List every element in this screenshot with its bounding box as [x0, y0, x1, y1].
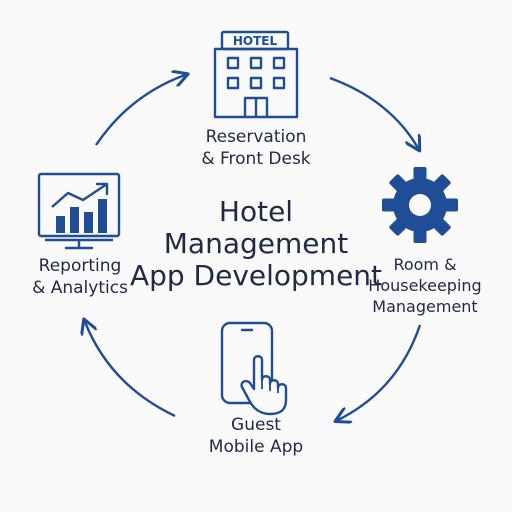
title-line-1: Hotel	[218, 195, 294, 228]
hotel-sign-text: HOTEL	[233, 34, 278, 48]
node-label-line: Mobile App	[208, 437, 304, 457]
arrow-reservation-to-room	[329, 76, 418, 148]
arrow-room-to-guest	[338, 324, 422, 420]
node-label-line: Management	[372, 297, 478, 316]
node-label-line: Reservation	[205, 127, 307, 147]
node-label-guest: Guest Mobile App	[186, 414, 326, 458]
smartphone-tap-icon	[220, 321, 288, 416]
node-label-line: & Front Desk	[201, 149, 311, 169]
node-label-line: & Analytics	[32, 278, 128, 298]
gear-icon	[382, 167, 458, 243]
arrow-guest-to-reporting	[85, 322, 176, 418]
node-label-line: Guest	[231, 415, 281, 435]
bar-chart-monitor-icon	[37, 172, 121, 250]
diagram-title: Hotel Management App Development	[96, 196, 416, 292]
hotel-building-icon: HOTEL	[213, 30, 299, 119]
node-label-reservation: Reservation & Front Desk	[176, 126, 336, 170]
title-line-3: App Development	[129, 259, 383, 292]
node-label-line: Room &	[393, 255, 457, 274]
node-label-room: Room & Housekeeping Management	[355, 254, 495, 317]
arrow-reporting-to-reservation	[95, 75, 185, 146]
node-label-line: Reporting	[38, 256, 122, 276]
node-label-reporting: Reporting & Analytics	[18, 255, 142, 299]
node-label-line: Housekeeping	[368, 276, 482, 295]
title-line-2: Management	[163, 227, 349, 260]
